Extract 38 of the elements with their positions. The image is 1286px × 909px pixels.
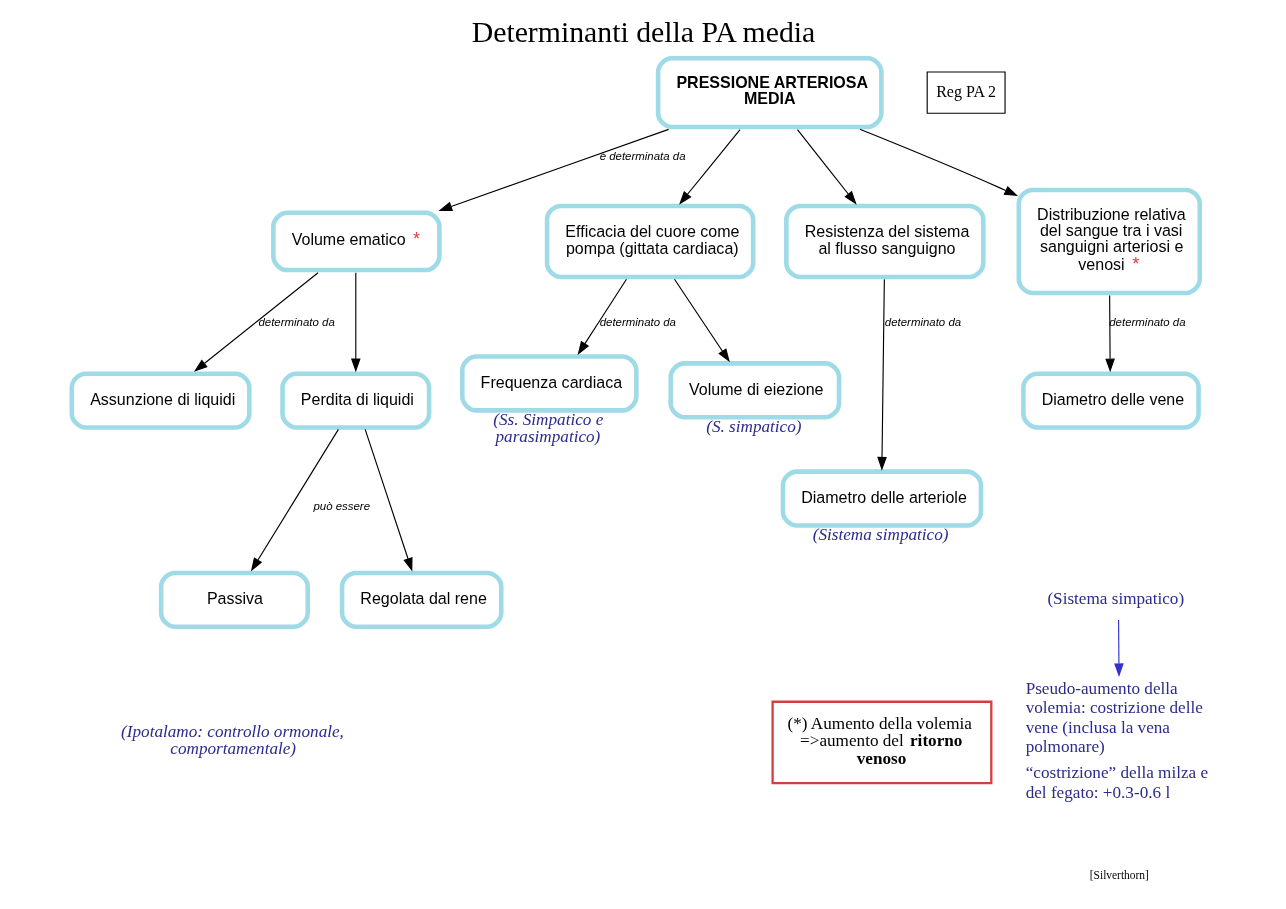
node-box: Resistenza del sistema al flusso sanguigno — [783, 203, 986, 279]
node-box: (*) Aumento della volemia =>aumento del ritorno venoso — [770, 700, 992, 784]
edge-label: determinato da — [257, 315, 335, 328]
diagram-title: Determinanti della PA media — [471, 14, 815, 48]
node-box: Efficacia del cuore come pompa (gittata cardiaca) — [544, 203, 755, 279]
arrow — [364, 428, 412, 572]
node-box: Diametro delle arteriole — [780, 468, 983, 528]
arrow — [673, 278, 730, 362]
arrow — [678, 128, 741, 205]
node-box: Perdita di liquidi — [279, 370, 431, 430]
node-text: Pseudo-aumento della volemia: costrizione delle vene (inclusa la vena polmonare) “costrizione” della milza e del fegato: +0.3-0.6 l — [1025, 678, 1208, 802]
node-box: Regolata dal rene — [339, 570, 504, 629]
node-label: (S. simpatico) — [705, 416, 801, 436]
arrow — [577, 278, 627, 355]
label: (Ipotalamo: controllo ormonale, comportamentale) — [120, 721, 344, 758]
edge-label: determinato da — [599, 315, 676, 328]
arrow — [796, 128, 857, 205]
node-box: Diametro delle vene — [1020, 370, 1201, 430]
node-box: Passiva — [158, 570, 310, 629]
arrow — [1113, 618, 1124, 677]
node-box: PRESSIONE ARTERIOSA MEDIA — [655, 55, 884, 129]
arrow — [876, 278, 887, 471]
node-box: Assunzione di liquidi — [69, 370, 252, 430]
arrow — [437, 128, 669, 211]
arrow — [193, 271, 319, 372]
edge-label: può essere — [312, 499, 370, 512]
arrow — [858, 128, 1018, 196]
node-box: Distribuzione relativa del sangue tra i vasi sanguigni arteriosi e venosi * — [1016, 187, 1202, 295]
label: Reg PA 2 — [935, 82, 996, 100]
label: [Silverthorn] — [1089, 868, 1149, 881]
arrow — [1104, 294, 1115, 372]
node-text: (Sistema simpatico) — [1046, 588, 1184, 608]
node-box: Volume di eiezione — [667, 360, 841, 419]
arrow — [350, 271, 361, 372]
node-box: Frequenza cardiaca — [459, 353, 639, 413]
node-box: Volume ematico * — [270, 210, 442, 272]
arrow — [250, 428, 339, 571]
edge-label: determinato da — [884, 315, 961, 328]
